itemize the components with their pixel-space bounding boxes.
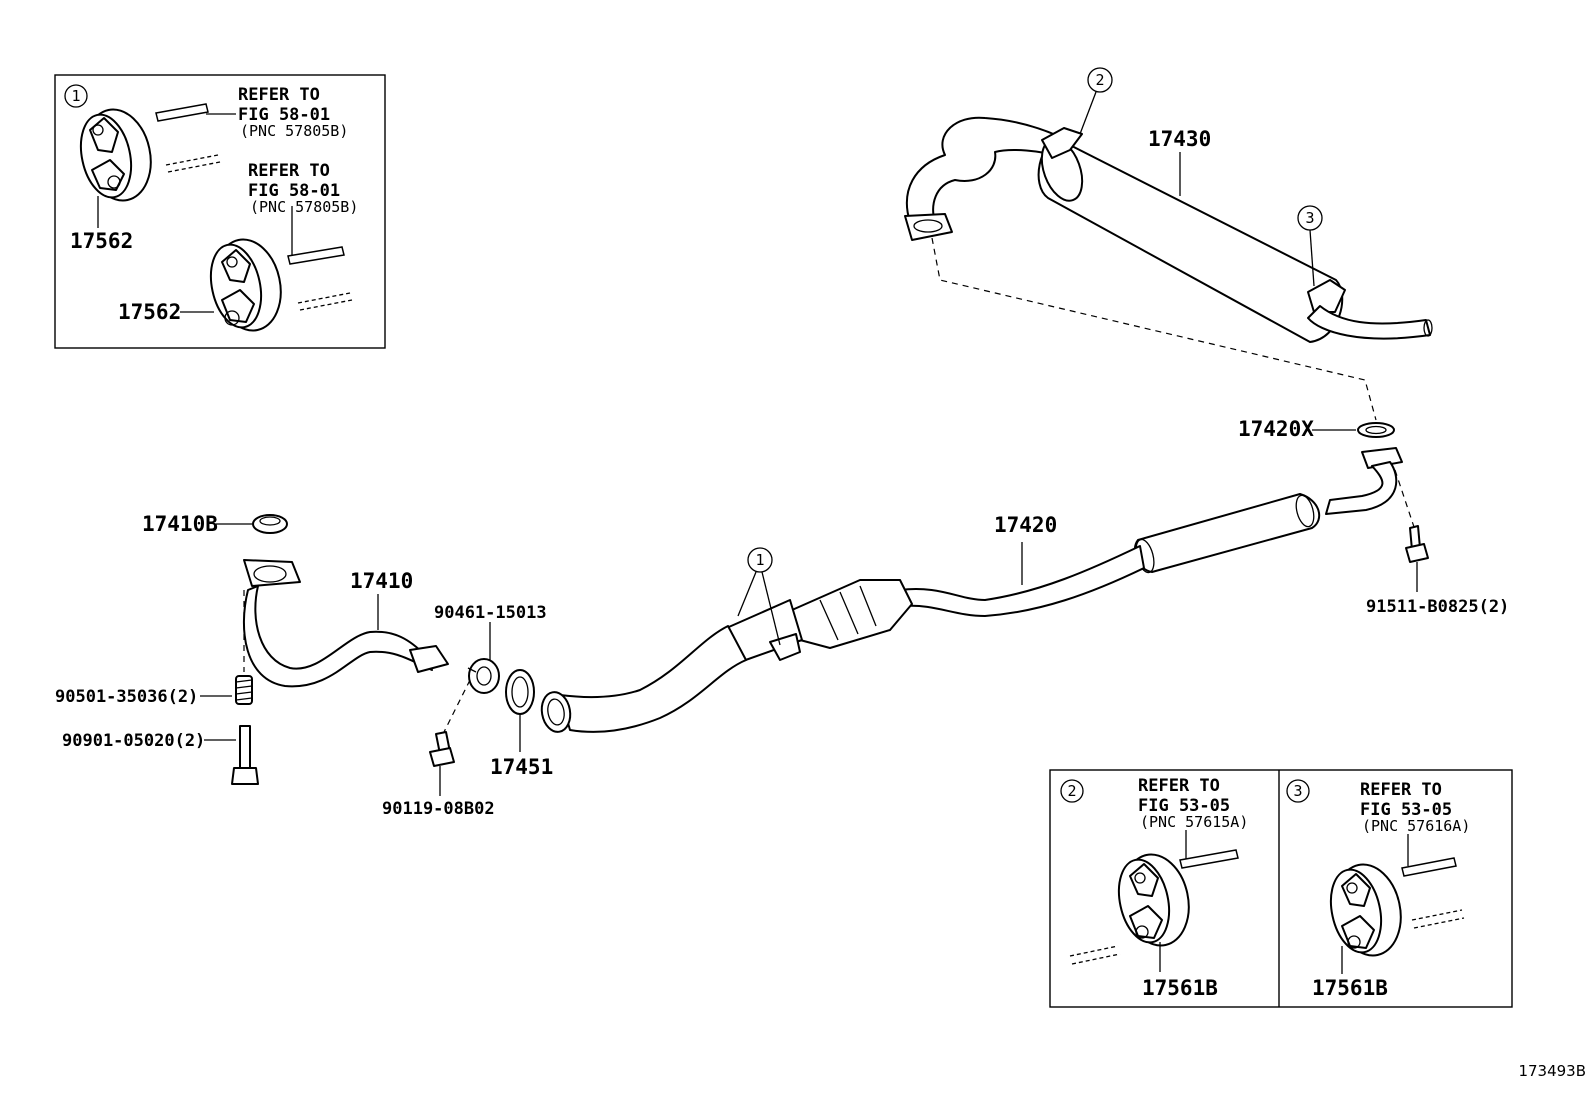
inset-1-refer-b-line3: (PNC 57805B) [250, 198, 358, 216]
inset-1-number: 1 [71, 87, 80, 105]
inset-1-refer-a-line2: FIG 58-01 [238, 105, 330, 125]
inset-1-rubber-hanger-b [209, 238, 282, 332]
inset-3-refer-line1: REFER TO [1360, 780, 1442, 800]
inset-1-refer-b-line2: FIG 58-01 [248, 181, 340, 201]
inset-1-frame [54, 74, 386, 349]
inset-2-rubber-hanger [1117, 853, 1190, 947]
inset-3-refer-line2: FIG 53-05 [1360, 800, 1452, 820]
dashed-bolt-90119 [441, 679, 471, 737]
inset-2-refer-line1: REFER TO [1138, 776, 1220, 796]
label-91511: 91511-B0825(2) [1366, 597, 1509, 617]
bolt-90901 [231, 725, 259, 785]
inset-1-number-circle [64, 84, 88, 108]
label-17410B: 17410B [142, 512, 218, 536]
label-17562-a: 17562 [70, 229, 133, 253]
inset-2-3-frame [1049, 769, 1513, 1008]
label-17410: 17410 [350, 569, 413, 593]
gasket-17420X [1357, 422, 1395, 438]
spring-90501 [235, 675, 253, 705]
label-90461: 90461-15013 [434, 603, 547, 623]
label-90501: 90501-35036(2) [55, 687, 198, 707]
leader-callout-1-b [761, 571, 781, 646]
label-17451: 17451 [490, 755, 553, 779]
label-90901: 90901-05020(2) [62, 731, 205, 751]
center-exhaust-pipe-17420 [540, 447, 1403, 733]
label-17420: 17420 [994, 513, 1057, 537]
label-17430: 17430 [1148, 127, 1211, 151]
bolt-90119 [429, 731, 455, 767]
callout-1-circle [747, 547, 773, 573]
label-17561B-b: 17561B [1312, 976, 1388, 1000]
label-17561B-a: 17561B [1142, 976, 1218, 1000]
inset-1-hanger-rods [155, 103, 353, 311]
inset-2-number: 2 [1067, 782, 1076, 800]
label-17562-b: 17562 [118, 300, 181, 324]
gasket-17410B [252, 514, 288, 534]
inset-3-rubber-hanger [1329, 863, 1402, 957]
front-exhaust-pipe-17410 [242, 559, 449, 688]
inset-3-number-circle [1286, 779, 1310, 803]
ring-90461 [467, 658, 500, 694]
callout-2: 2 [1095, 71, 1104, 89]
dashed-bolt-91511 [1394, 469, 1416, 531]
inset-2-refer-line2: FIG 53-05 [1138, 796, 1230, 816]
inset-hanger-1: 1 REFER TO FIG 58-01 (PNC 57805B) REFER … [54, 74, 386, 349]
muffler-assembly [904, 116, 1433, 343]
inset-2-number-circle [1060, 779, 1084, 803]
callout-3: 3 [1305, 209, 1314, 227]
inset-1-refer-a-line3: (PNC 57805B) [240, 122, 348, 140]
leader-callout-3 [1309, 229, 1315, 287]
inset-1-refer-a-line1: REFER TO [238, 85, 320, 105]
leader-callout-2 [1079, 91, 1097, 135]
inset-1-rubber-hanger-a [79, 108, 152, 202]
bolt-91511 [1405, 525, 1429, 563]
inset-3-number: 3 [1293, 782, 1302, 800]
inset-1-refer-b-line1: REFER TO [248, 161, 330, 181]
label-17420X: 17420X [1238, 417, 1314, 441]
callout-1: 1 [755, 551, 764, 569]
callout-2-circle [1087, 67, 1113, 93]
inset-hanger-3: 3 REFER TO FIG 53-05 (PNC 57616A) 17561B [1286, 779, 1470, 1000]
label-90119: 90119-08B02 [382, 799, 495, 819]
inset-2-refer-line3: (PNC 57615A) [1140, 813, 1248, 831]
gasket-17451 [505, 669, 535, 715]
inset-hanger-2: 2 REFER TO FIG 53-05 (PNC 57615A) 17561B [1060, 776, 1248, 1000]
dashed-connection-muffler [931, 237, 1377, 421]
inset-3-refer-line3: (PNC 57616A) [1362, 817, 1470, 835]
leader-callout-1-a [737, 571, 757, 617]
figure-id: 173493B [1518, 1062, 1586, 1080]
